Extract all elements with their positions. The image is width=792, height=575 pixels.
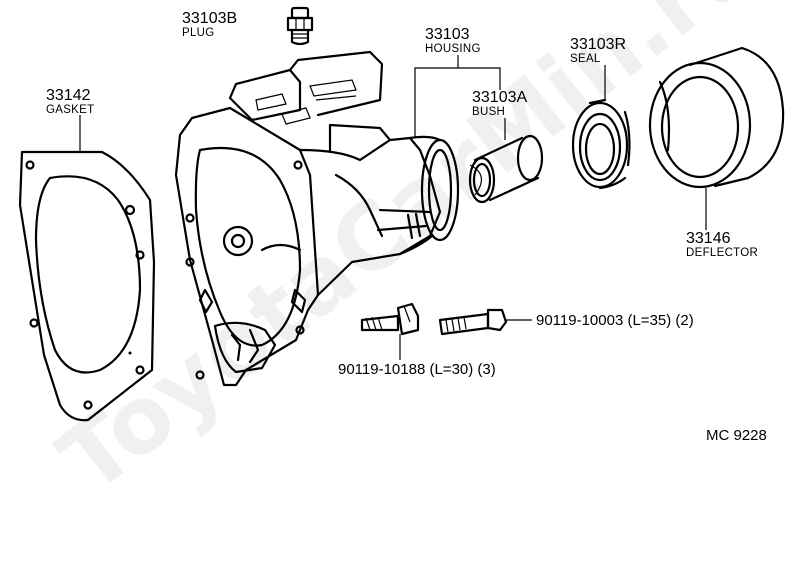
gasket-part[interactable] [18,150,156,422]
gasket-number: 33142 [46,87,91,104]
deflector-number: 33146 [686,230,731,247]
plug-name: PLUG [182,27,215,39]
gasket-name: GASKET [46,104,95,116]
seal-name: SEAL [570,53,601,65]
deflector-name: DEFLECTOR [686,247,759,259]
housing-name: HOUSING [425,43,481,55]
bolt-l30-label: 90119-10188 (L=30) (3) [338,361,496,378]
bush-name: BUSH [472,106,506,118]
bolt-l35-label: 90119-10003 (L=35) (2) [536,312,694,329]
deflector-part[interactable] [648,46,785,189]
diagram-code: MC 9228 [706,427,767,444]
bolt-l35-part[interactable] [438,308,508,336]
seal-part[interactable] [571,98,631,190]
seal-number: 33103R [570,36,627,53]
housing-part[interactable] [174,50,460,387]
plug-part[interactable] [286,6,314,46]
housing-leader [414,55,501,90]
plug-number: 33103B [182,10,238,27]
bush-part[interactable] [468,134,544,204]
bolt-l30-part[interactable] [360,302,420,336]
housing-number: 33103 [425,26,470,43]
bush-number: 33103A [472,89,528,106]
